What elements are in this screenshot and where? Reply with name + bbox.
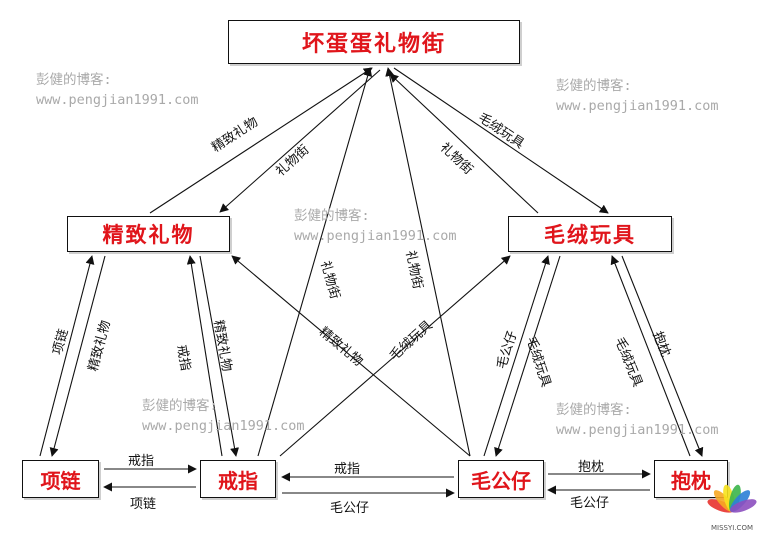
watermark-line2: www.pengjian1991.com bbox=[36, 92, 199, 108]
edge-top-to-mx bbox=[389, 73, 539, 214]
edge-label: 项链 bbox=[130, 497, 157, 512]
logo-petal bbox=[730, 499, 757, 513]
node-necklace: 项链 bbox=[22, 460, 99, 498]
node-top-shop: 坏蛋蛋礼物街 bbox=[228, 20, 520, 64]
edge-top-to-jz bbox=[219, 69, 381, 213]
watermark-line1: 彭健的博客: bbox=[142, 398, 218, 414]
edge-label: 抱枕 bbox=[578, 460, 605, 475]
edge-label: 毛公仔 bbox=[570, 496, 610, 511]
watermark: 彭健的博客: www.pengjian1991.com bbox=[36, 70, 199, 110]
watermark-line1: 彭健的博客: bbox=[556, 402, 632, 418]
node-plush-toys: 毛绒玩具 bbox=[508, 216, 672, 252]
watermark-line2: www.pengjian1991.com bbox=[142, 418, 305, 434]
edge-mx-bz bbox=[621, 255, 704, 457]
watermark-line1: 彭健的博客: bbox=[556, 78, 632, 94]
watermark-line2: www.pengjian1991.com bbox=[556, 98, 719, 114]
node-plush-doll: 毛公仔 bbox=[458, 460, 544, 498]
watermark: 彭健的博客: www.pengjian1991.com bbox=[142, 396, 305, 436]
edge-mgz-to-top bbox=[385, 67, 471, 457]
edge-mx-mgz bbox=[494, 255, 561, 457]
edge-xl-jz bbox=[39, 255, 95, 457]
edge-jzh-to-top bbox=[257, 67, 373, 457]
edge-jz-to-top bbox=[149, 67, 373, 214]
logo-text: MISSYI.COM bbox=[711, 524, 753, 532]
edge-jzh-mx bbox=[279, 255, 511, 457]
edge-label: 戒指 bbox=[334, 462, 361, 477]
node-exquisite-gifts: 精致礼物 bbox=[67, 216, 230, 252]
watermark: 彭健的博客: www.pengjian1991.com bbox=[556, 76, 719, 116]
edge-mgz-mx bbox=[483, 255, 550, 457]
edge-jz-xl bbox=[49, 255, 106, 457]
site-logo-icon: MISSYI.COM bbox=[707, 484, 757, 532]
node-ring: 戒指 bbox=[200, 460, 276, 498]
edge-mgz-jz bbox=[231, 255, 471, 457]
edge-jz-jzh bbox=[199, 255, 239, 457]
edge-bz-mx bbox=[610, 255, 691, 457]
watermark-line1: 彭健的博客: bbox=[294, 208, 370, 224]
edge-label: 毛公仔 bbox=[330, 501, 370, 516]
watermark: 彭健的博客: www.pengjian1991.com bbox=[294, 206, 457, 246]
watermark-line2: www.pengjian1991.com bbox=[294, 228, 457, 244]
edge-label: 戒指 bbox=[128, 454, 155, 469]
watermark-line1: 彭健的博客: bbox=[36, 72, 112, 88]
watermark-line2: www.pengjian1991.com bbox=[556, 422, 719, 438]
edge-mx-to-top bbox=[393, 67, 609, 214]
edge-jzh-jz bbox=[186, 255, 223, 457]
watermark: 彭健的博客: www.pengjian1991.com bbox=[556, 400, 719, 440]
